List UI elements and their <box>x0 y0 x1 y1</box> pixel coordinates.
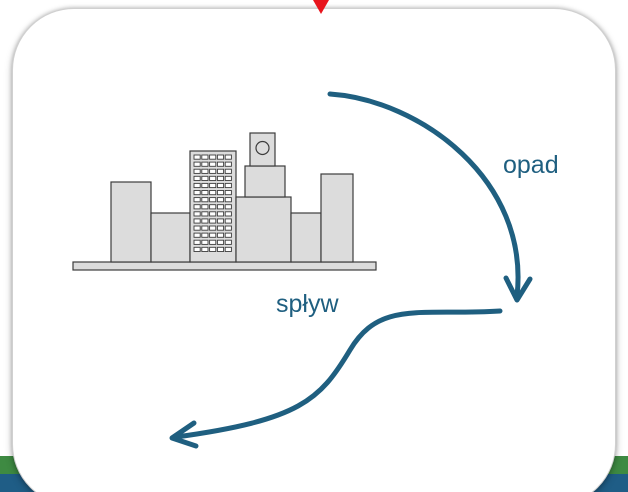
building-tower-top <box>249 132 276 167</box>
office-window <box>209 239 217 245</box>
office-window <box>224 197 232 203</box>
runoff-arrowhead <box>169 420 199 449</box>
office-window <box>216 175 225 181</box>
office-window <box>209 197 217 203</box>
office-window <box>224 218 232 224</box>
building-left-tall <box>110 181 152 263</box>
office-window <box>193 197 201 203</box>
office-window <box>201 246 209 252</box>
office-window <box>216 161 225 167</box>
office-window <box>224 211 232 217</box>
office-window <box>209 161 217 167</box>
office-window <box>209 190 217 196</box>
precipitation-label: opad <box>503 151 559 179</box>
office-window <box>224 190 232 196</box>
runoff-arrow <box>173 308 503 440</box>
office-window <box>201 197 209 203</box>
office-window <box>216 211 225 217</box>
precipitation-arrowhead <box>503 275 533 303</box>
office-window <box>224 232 232 238</box>
office-window <box>216 218 225 224</box>
building-tower-mid <box>244 165 286 198</box>
office-window <box>224 204 232 210</box>
office-window <box>209 175 217 181</box>
office-window <box>224 175 232 181</box>
office-window <box>209 246 217 252</box>
office-window <box>193 168 201 174</box>
city-buildings-icon <box>72 132 377 271</box>
building-right-low <box>290 212 322 263</box>
office-window <box>224 225 232 231</box>
office-window <box>216 190 225 196</box>
office-window <box>209 168 217 174</box>
office-window <box>201 204 209 210</box>
office-window <box>193 154 201 160</box>
office-window <box>209 218 217 224</box>
office-window <box>201 168 209 174</box>
office-window <box>201 190 209 196</box>
office-window <box>209 211 217 217</box>
office-window <box>216 225 225 231</box>
office-window <box>201 232 209 238</box>
office-window <box>224 182 232 189</box>
office-window <box>216 168 225 174</box>
office-window <box>216 204 225 210</box>
office-windows <box>193 154 232 252</box>
office-window <box>224 239 232 245</box>
office-window <box>193 218 201 224</box>
office-window <box>193 211 201 217</box>
office-window <box>209 225 217 231</box>
office-window <box>209 182 217 189</box>
office-window <box>216 232 225 238</box>
office-window <box>216 182 225 189</box>
office-window <box>224 161 232 167</box>
office-window <box>193 246 201 252</box>
building-right-tall <box>320 173 354 263</box>
office-window <box>193 204 201 210</box>
office-window <box>216 239 225 245</box>
down-triangle-icon <box>313 0 329 14</box>
office-window <box>201 239 209 245</box>
office-window <box>209 154 217 160</box>
office-window <box>201 218 209 224</box>
office-window <box>201 175 209 181</box>
runoff-label: spływ <box>276 290 339 318</box>
office-window <box>193 161 201 167</box>
office-window <box>216 246 225 252</box>
office-window <box>209 204 217 210</box>
ground-slab <box>72 261 377 271</box>
office-window <box>201 154 209 160</box>
office-window <box>201 161 209 167</box>
office-window <box>224 246 232 252</box>
office-window <box>193 225 201 231</box>
office-window <box>193 190 201 196</box>
office-window <box>224 154 232 160</box>
office-window <box>216 154 225 160</box>
office-window <box>201 182 209 189</box>
office-window <box>209 232 217 238</box>
office-window <box>193 182 201 189</box>
building-center <box>235 196 292 263</box>
office-window <box>193 232 201 238</box>
office-window <box>224 168 232 174</box>
office-window <box>201 225 209 231</box>
office-window <box>193 239 201 245</box>
office-window <box>216 197 225 203</box>
tower-clock <box>255 140 270 156</box>
precipitation-arrow <box>327 91 521 299</box>
office-window <box>193 175 201 181</box>
building-left-low <box>150 212 191 263</box>
office-window <box>201 211 209 217</box>
